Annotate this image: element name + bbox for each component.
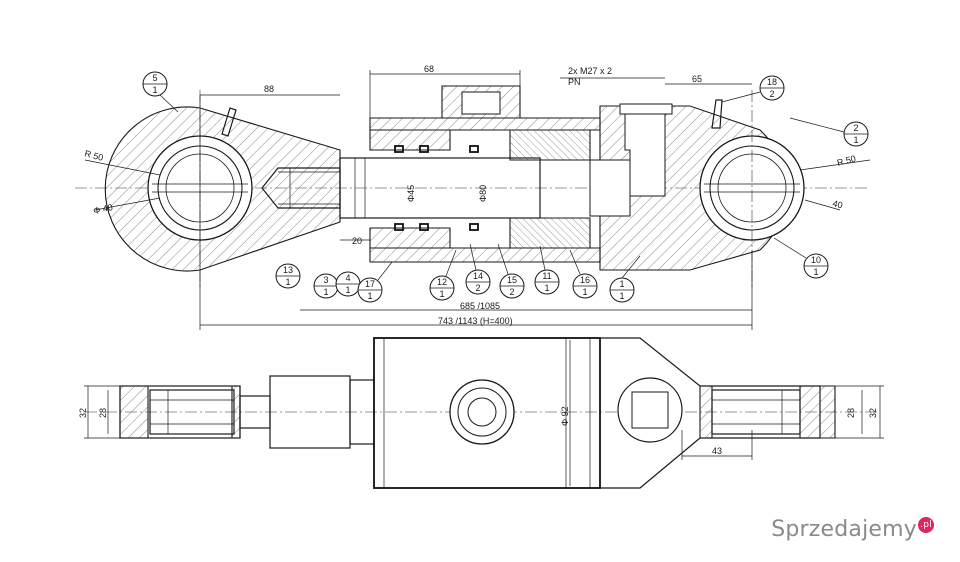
- svg-text:3: 3: [323, 275, 328, 285]
- cylinder-tube-top: [369, 117, 601, 131]
- dim-28-right: 28: [846, 408, 856, 418]
- balloon-5: 51: [142, 71, 179, 113]
- svg-text:1: 1: [853, 135, 858, 145]
- dim-88: 88: [264, 84, 274, 94]
- svg-text:5: 5: [152, 73, 157, 83]
- dim-43: 43: [712, 446, 722, 456]
- svg-text:1: 1: [323, 287, 328, 297]
- dim-phi80: Φ80: [478, 185, 488, 202]
- dim-32-right: 32: [868, 408, 878, 418]
- svg-text:15: 15: [507, 275, 517, 285]
- dim-40-right: 40: [831, 198, 843, 210]
- svg-text:11: 11: [542, 271, 551, 281]
- dim-phi45: Φ45: [406, 185, 416, 202]
- dim-68: 68: [424, 64, 434, 74]
- plan-view: 32 28 Φ 92 43 28 32: [78, 337, 884, 489]
- dim-20: 20: [352, 236, 362, 246]
- svg-text:1: 1: [544, 283, 549, 293]
- dim-685: 685 /1085: [460, 301, 500, 311]
- balloon-18: 182: [721, 75, 785, 103]
- svg-text:2: 2: [853, 123, 858, 133]
- watermark-text: Sprzedajemy: [771, 517, 917, 542]
- svg-text:2: 2: [475, 283, 480, 293]
- svg-text:4: 4: [345, 273, 350, 283]
- svg-text:1: 1: [619, 279, 624, 289]
- svg-text:1: 1: [582, 287, 587, 297]
- svg-text:12: 12: [437, 277, 447, 287]
- section-view: 88 68 2x M27 x 2 PN 65 R 50 Φ 40 R 50 40…: [75, 64, 871, 330]
- dim-28-left: 28: [98, 408, 108, 418]
- dim-65: 65: [692, 74, 702, 84]
- dim-pn: PN: [568, 77, 581, 87]
- watermark-badge: .pl: [918, 517, 934, 533]
- svg-text:17: 17: [365, 279, 375, 289]
- balloon-15: 152: [497, 243, 525, 299]
- balloon-2: 21: [789, 117, 869, 147]
- balloon-16: 161: [569, 249, 598, 299]
- balloon-4: 41: [335, 271, 361, 297]
- balloon-10: 101: [773, 237, 829, 279]
- dim-32-left: 32: [78, 408, 88, 418]
- svg-text:2: 2: [769, 89, 774, 99]
- svg-text:1: 1: [152, 85, 157, 95]
- svg-text:18: 18: [767, 77, 777, 87]
- piston-rod: [339, 157, 541, 219]
- svg-text:10: 10: [811, 255, 821, 265]
- balloon-17: 171: [357, 261, 393, 303]
- svg-text:1: 1: [345, 285, 350, 295]
- svg-text:1: 1: [813, 267, 818, 277]
- dim-r50-right: R 50: [836, 153, 857, 168]
- balloon-12: 121: [429, 249, 457, 301]
- balloon-3: 31: [313, 273, 339, 299]
- dim-port: 2x M27 x 2: [568, 66, 612, 76]
- svg-text:2: 2: [509, 287, 514, 297]
- dim-phi92: Φ 92: [560, 406, 570, 426]
- svg-text:1: 1: [285, 277, 290, 287]
- dim-phi40-left: Φ 40: [92, 202, 113, 216]
- dim-r50-left: R 50: [83, 148, 104, 163]
- svg-text:13: 13: [283, 265, 293, 275]
- cylinder-tube-bottom: [369, 247, 601, 263]
- svg-text:14: 14: [473, 271, 483, 281]
- svg-text:16: 16: [580, 275, 590, 285]
- balloon-11: 111: [534, 245, 560, 295]
- watermark: Sprzedajemy.pl: [771, 517, 934, 542]
- svg-text:1: 1: [367, 291, 372, 301]
- dim-743: 743 /1143 (H=400): [438, 316, 513, 326]
- balloons: 51 182 21 131 31 41 171 121 142 152 111 …: [142, 71, 869, 303]
- balloon-14: 142: [465, 243, 491, 295]
- balloon-13: 131: [275, 263, 301, 289]
- balloon-1: 11: [609, 255, 641, 303]
- svg-text:1: 1: [439, 289, 444, 299]
- svg-text:1: 1: [619, 291, 624, 301]
